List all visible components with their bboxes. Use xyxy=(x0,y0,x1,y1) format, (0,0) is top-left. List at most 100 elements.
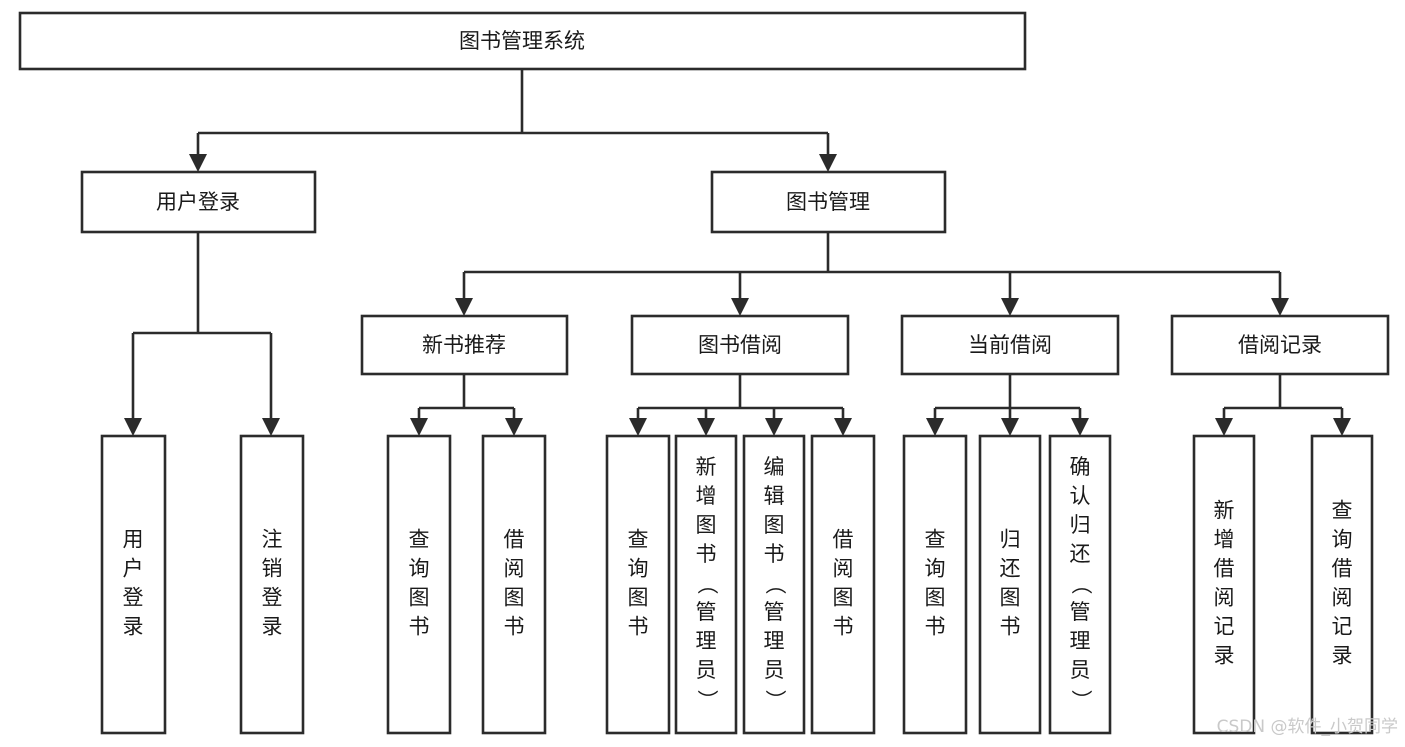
node-user-login-box[interactable] xyxy=(80,170,317,234)
arrow-bookmgmt-c2-icon xyxy=(731,298,749,316)
vertical-char: 录 xyxy=(1214,644,1235,668)
vertical-char: 查 xyxy=(1332,499,1353,523)
leaf-return-book-box[interactable] xyxy=(978,434,1042,735)
arrow-borrowrecord-l1-icon xyxy=(1215,418,1233,436)
node-current-borrow[interactable]: 当前借阅 xyxy=(900,314,1120,376)
node-root-label: 图书管理系统 xyxy=(459,29,585,53)
arrow-bookborrow-l4-icon xyxy=(834,418,852,436)
node-root-box[interactable] xyxy=(18,11,1027,71)
leaf-query-record-box[interactable] xyxy=(1310,434,1374,735)
node-current-borrow-label: 当前借阅 xyxy=(968,333,1052,357)
node-book-borrow-box[interactable] xyxy=(630,314,850,376)
vertical-char: 注 xyxy=(262,528,283,552)
node-borrow-record-box[interactable] xyxy=(1170,314,1390,376)
vertical-char: 查 xyxy=(925,528,946,552)
leaf-node[interactable]: 用户登录 xyxy=(100,434,167,735)
leaf-add-record-box[interactable] xyxy=(1192,434,1256,735)
node-book-management-label: 图书管理 xyxy=(786,190,870,214)
leaf-confirm-return-box[interactable] xyxy=(1048,434,1112,735)
node-book-borrow[interactable]: 图书借阅 xyxy=(630,314,850,376)
node-book-borrow-label: 图书借阅 xyxy=(698,333,782,357)
leaf-user-login-box[interactable] xyxy=(100,434,167,735)
vertical-char: 图 xyxy=(764,513,785,537)
leaf-borrow-book-1-box[interactable] xyxy=(481,434,547,735)
arrow-userlogin-l2-icon xyxy=(262,418,280,436)
leaf-borrow-book-2-box[interactable] xyxy=(810,434,876,735)
arrow-bookmgmt-c3-icon xyxy=(1001,298,1019,316)
vertical-char: 阅 xyxy=(1332,586,1353,610)
vertical-char: ） xyxy=(763,690,787,711)
vertical-char: 用 xyxy=(123,528,144,552)
vertical-char: 员 xyxy=(696,658,717,682)
arrow-bookborrow-l2-icon xyxy=(697,418,715,436)
vertical-char: 管 xyxy=(764,600,785,624)
vertical-char: 归 xyxy=(1000,528,1021,552)
node-user-login[interactable]: 用户登录 xyxy=(80,170,317,234)
vertical-char: 新 xyxy=(1214,499,1235,523)
vertical-char: 还 xyxy=(1070,542,1091,566)
arrow-bookmgmt-c1-icon xyxy=(455,298,473,316)
arrow-borrowrecord-l2-icon xyxy=(1333,418,1351,436)
vertical-char: 录 xyxy=(123,615,144,639)
vertical-char: 户 xyxy=(123,557,144,581)
leaf-query-book-1-box[interactable] xyxy=(386,434,452,735)
vertical-char: 管 xyxy=(1070,600,1091,624)
vertical-char: 书 xyxy=(628,615,649,639)
node-root[interactable]: 图书管理系统 xyxy=(18,11,1027,71)
vertical-char: （ xyxy=(763,574,787,595)
vertical-char: 阅 xyxy=(504,557,525,581)
vertical-char: 书 xyxy=(1000,615,1021,639)
vertical-char: 询 xyxy=(628,557,649,581)
vertical-char: 还 xyxy=(1000,557,1021,581)
leaf-edit-book-box[interactable] xyxy=(742,434,806,735)
vertical-char: 书 xyxy=(833,615,854,639)
edges-group xyxy=(124,69,1351,436)
node-borrow-record-label: 借阅记录 xyxy=(1238,333,1322,357)
vertical-char: 图 xyxy=(628,586,649,610)
node-borrow-record[interactable]: 借阅记录 xyxy=(1170,314,1390,376)
leaf-add-book-box[interactable] xyxy=(674,434,738,735)
node-new-book-recommend-box[interactable] xyxy=(360,314,569,376)
vertical-char: 图 xyxy=(504,586,525,610)
leaf-query-book-3-box[interactable] xyxy=(902,434,968,735)
vertical-char: 录 xyxy=(262,615,283,639)
vertical-char: ） xyxy=(1069,690,1093,711)
node-book-management[interactable]: 图书管理 xyxy=(710,170,947,234)
node-current-borrow-box[interactable] xyxy=(900,314,1120,376)
vertical-char: 图 xyxy=(925,586,946,610)
vertical-char: 新 xyxy=(696,455,717,479)
node-book-management-box[interactable] xyxy=(710,170,947,234)
vertical-char: 借 xyxy=(504,528,525,552)
node-new-book-recommend[interactable]: 新书推荐 xyxy=(360,314,569,376)
leaf-logout-login-box[interactable] xyxy=(239,434,305,735)
leaf-query-book-2-box[interactable] xyxy=(605,434,671,735)
vertical-char: 记 xyxy=(1332,615,1353,639)
vertical-char: 登 xyxy=(123,586,144,610)
arrow-root-to-book-management-icon xyxy=(819,154,837,172)
vertical-char: 询 xyxy=(925,557,946,581)
vertical-char: 理 xyxy=(1070,629,1091,653)
